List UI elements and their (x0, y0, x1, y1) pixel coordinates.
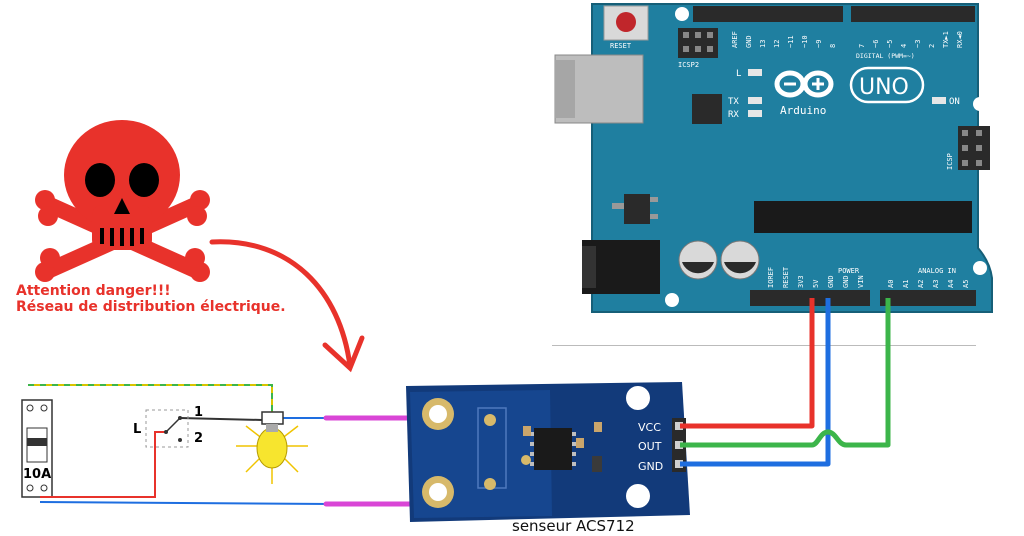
icsp2-label: ICSP2 (678, 61, 699, 69)
danger-warning-line1: Attention danger!!! (16, 283, 171, 299)
power-pin-label-6: VIN (857, 275, 865, 288)
digital-pin-label-14: TX►1 (942, 31, 950, 48)
circuit-breaker (21, 399, 53, 498)
analog-label: ANALOG IN (918, 267, 956, 275)
digital-pin-label-7: 8 (829, 44, 837, 48)
arduino-brand: Arduino (780, 104, 826, 117)
earth-wire (28, 384, 273, 414)
digital-pin-label-0: AREF (731, 31, 739, 48)
digital-pin-label-6: ~9 (815, 40, 823, 48)
reset-label: RESET (610, 42, 632, 50)
led-tx-label: TX (728, 97, 739, 107)
power-label: POWER (838, 267, 860, 275)
arduino-model: UNO (859, 75, 909, 100)
power-pin-label-0: IOREF (767, 267, 775, 288)
sensor-pin-vcc: VCC (638, 421, 661, 434)
sensor-caption: senseur ACS712 (512, 517, 635, 535)
mains-wires (39, 417, 331, 505)
digital-pin-label-8: 7 (858, 44, 866, 48)
icsp-label: ICSP (946, 153, 954, 170)
switch-position-1: 1 (194, 405, 203, 420)
power-pin-label-4: GND (827, 275, 835, 288)
breaker-label: 10A (23, 467, 51, 482)
skull-crossbones-icon (35, 120, 210, 282)
digital-pin-label-9: ~6 (872, 40, 880, 48)
signal-wires (680, 298, 891, 467)
analog-pin-label-1: A1 (902, 280, 910, 288)
digital-pin-label-4: ~11 (787, 35, 795, 48)
sensor-pin-out: OUT (638, 440, 662, 453)
power-pin-label-3: 5V (812, 279, 820, 288)
digital-pin-label-2: 13 (759, 40, 767, 48)
analog-pin-label-2: A2 (917, 280, 925, 288)
digital-label: DIGITAL (PWM=~) (856, 52, 915, 60)
digital-pin-label-12: ~3 (914, 40, 922, 48)
red-arrow-icon (209, 239, 365, 373)
power-pin-label-5: GND (842, 275, 850, 288)
digital-pin-label-1: GND (745, 35, 753, 48)
digital-pin-label-13: 2 (928, 44, 936, 48)
power-pin-label-2: 3V3 (797, 275, 805, 288)
sensor-pin-gnd: GND (638, 460, 663, 473)
analog-pin-label-4: A4 (947, 280, 955, 288)
led-rx-label: RX (728, 110, 739, 120)
led-l-label: L (736, 69, 741, 79)
danger-warning-line2: Réseau de distribution électrique. (16, 299, 286, 315)
switch-position-2: 2 (194, 431, 203, 446)
digital-pin-label-3: 12 (773, 40, 781, 48)
switch-label: L (133, 422, 141, 437)
digital-pin-label-11: 4 (900, 44, 908, 48)
digital-pin-label-10: ~5 (886, 40, 894, 48)
arduino-uno-board (552, 3, 993, 346)
danger-warning: Attention danger!!! Réseau de distributi… (16, 283, 286, 315)
arduino-pin-labels: AREF GND 13 12 ~11 ~10 ~9 8 7 ~6 ~5 4 ~3 2 TX►1 RX◄0IOR… (731, 31, 970, 288)
analog-pin-label-0: A0 (887, 280, 895, 288)
analog-pin-label-3: A3 (932, 280, 940, 288)
on-label: ON (949, 97, 960, 107)
digital-pin-label-5: ~10 (801, 35, 809, 48)
digital-pin-label-15: RX◄0 (956, 31, 964, 48)
light-switch (145, 409, 189, 448)
power-pin-label-1: RESET (782, 266, 790, 288)
light-bulb-icon (236, 411, 308, 484)
analog-pin-label-5: A5 (962, 280, 970, 288)
acs712-sensor-board (406, 382, 690, 522)
